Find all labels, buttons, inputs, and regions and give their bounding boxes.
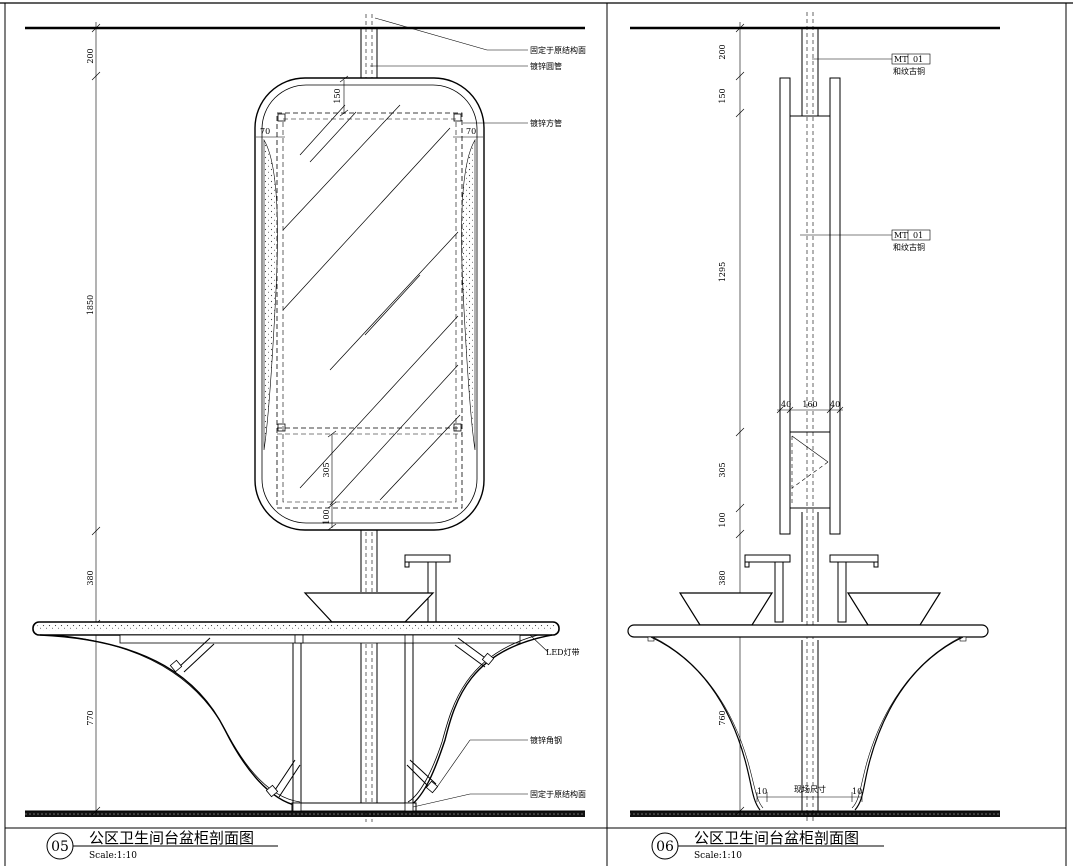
note-led: LED灯带 [546,647,580,657]
dim-1850: 1850 [86,295,95,315]
dim-305: 305 [322,462,331,477]
vertical-dimension-chain [735,22,745,816]
vertical-dimension-chain [91,22,101,816]
dim-100: 100 [322,509,331,524]
basin [303,592,435,623]
note-fix-bottom: 固定于原结构面 [530,789,586,799]
floor-slab [630,811,1000,817]
dim-10-left: 10 [757,787,767,796]
dim-760: 760 [718,710,727,725]
floor-slab [25,811,585,817]
dim-40-right: 40 [830,400,840,409]
drawing-title: 公区卫生间台盆柜剖面图 [89,829,254,847]
dim-10-right: 10 [852,787,862,796]
tag-top-code: MT [894,55,908,64]
tag-mid-code: MT [894,231,908,240]
basin-left [678,592,774,626]
dim-70-left: 70 [260,127,270,136]
tag-top-num: 01 [913,55,923,64]
dim-site: 现场尺寸 [794,784,826,794]
tag-top-desc: 和纹古铜 [893,66,925,76]
basin-right [846,592,942,626]
dim-200: 200 [718,44,727,59]
drawing-number: 05 [51,839,69,855]
steel-tube [801,12,819,822]
tag-mid-num: 01 [913,231,923,240]
drawing-06: 200 150 1295 305 100 380 760 [627,12,1000,861]
dim-1295: 1295 [718,262,727,282]
dim-40-left: 40 [781,400,791,409]
dim-150: 150 [718,88,727,103]
note-square-tube: 镀锌方管 [530,118,562,128]
dim-305: 305 [718,462,727,477]
drawing-number: 06 [656,839,674,855]
tag-mid-desc: 和纹古铜 [893,242,925,252]
dim-150: 150 [333,88,342,103]
dim-160: 160 [802,400,817,409]
vanity-body [39,634,553,812]
mirror-side-section [779,77,841,535]
note-round-tube: 镀锌圆管 [530,61,562,71]
note-angle-steel: 镀锌角钢 [530,735,562,745]
drawing-scale: Scale:1:10 [89,851,137,861]
dim-380: 380 [86,570,95,585]
dim-380: 380 [718,570,727,585]
drawing-title: 公区卫生间台盆柜剖面图 [694,829,859,847]
dim-70-right: 70 [466,127,476,136]
dim-100: 100 [718,512,727,527]
note-fix-top: 固定于原结构面 [530,45,586,55]
mirror [254,77,485,531]
drawing-05: 200 1850 380 770 [25,14,586,861]
dim-770: 770 [86,710,95,725]
drawing-scale: Scale:1:10 [694,851,742,861]
dim-200: 200 [86,48,95,63]
countertop [627,624,989,638]
faucets [744,554,879,623]
